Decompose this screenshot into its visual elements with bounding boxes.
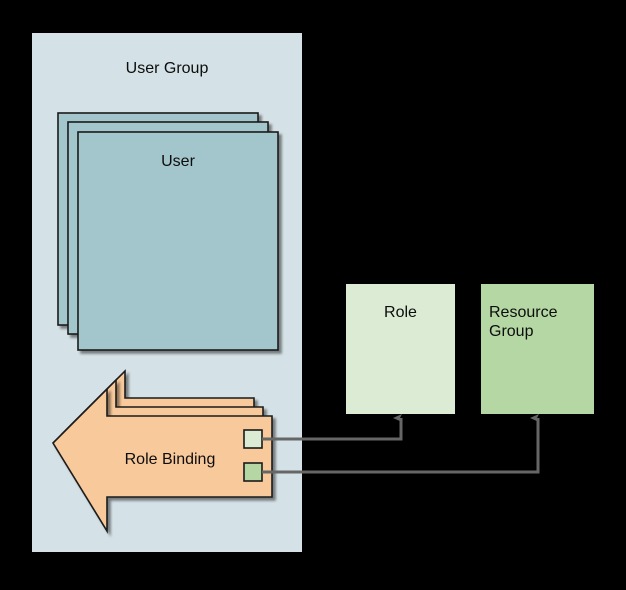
user-box-front[interactable]	[77, 131, 279, 351]
user-stack[interactable]	[57, 112, 279, 351]
connector-resource-group[interactable]	[262, 414, 540, 474]
connector-role[interactable]	[262, 414, 403, 441]
role-port-square[interactable]	[243, 429, 263, 449]
resource-group-box[interactable]	[481, 284, 594, 414]
resource-group-port-square[interactable]	[243, 462, 263, 482]
role-binding-arrow-front[interactable]	[51, 387, 273, 534]
role-box[interactable]	[346, 284, 455, 414]
role-binding-stack[interactable]	[51, 369, 273, 534]
